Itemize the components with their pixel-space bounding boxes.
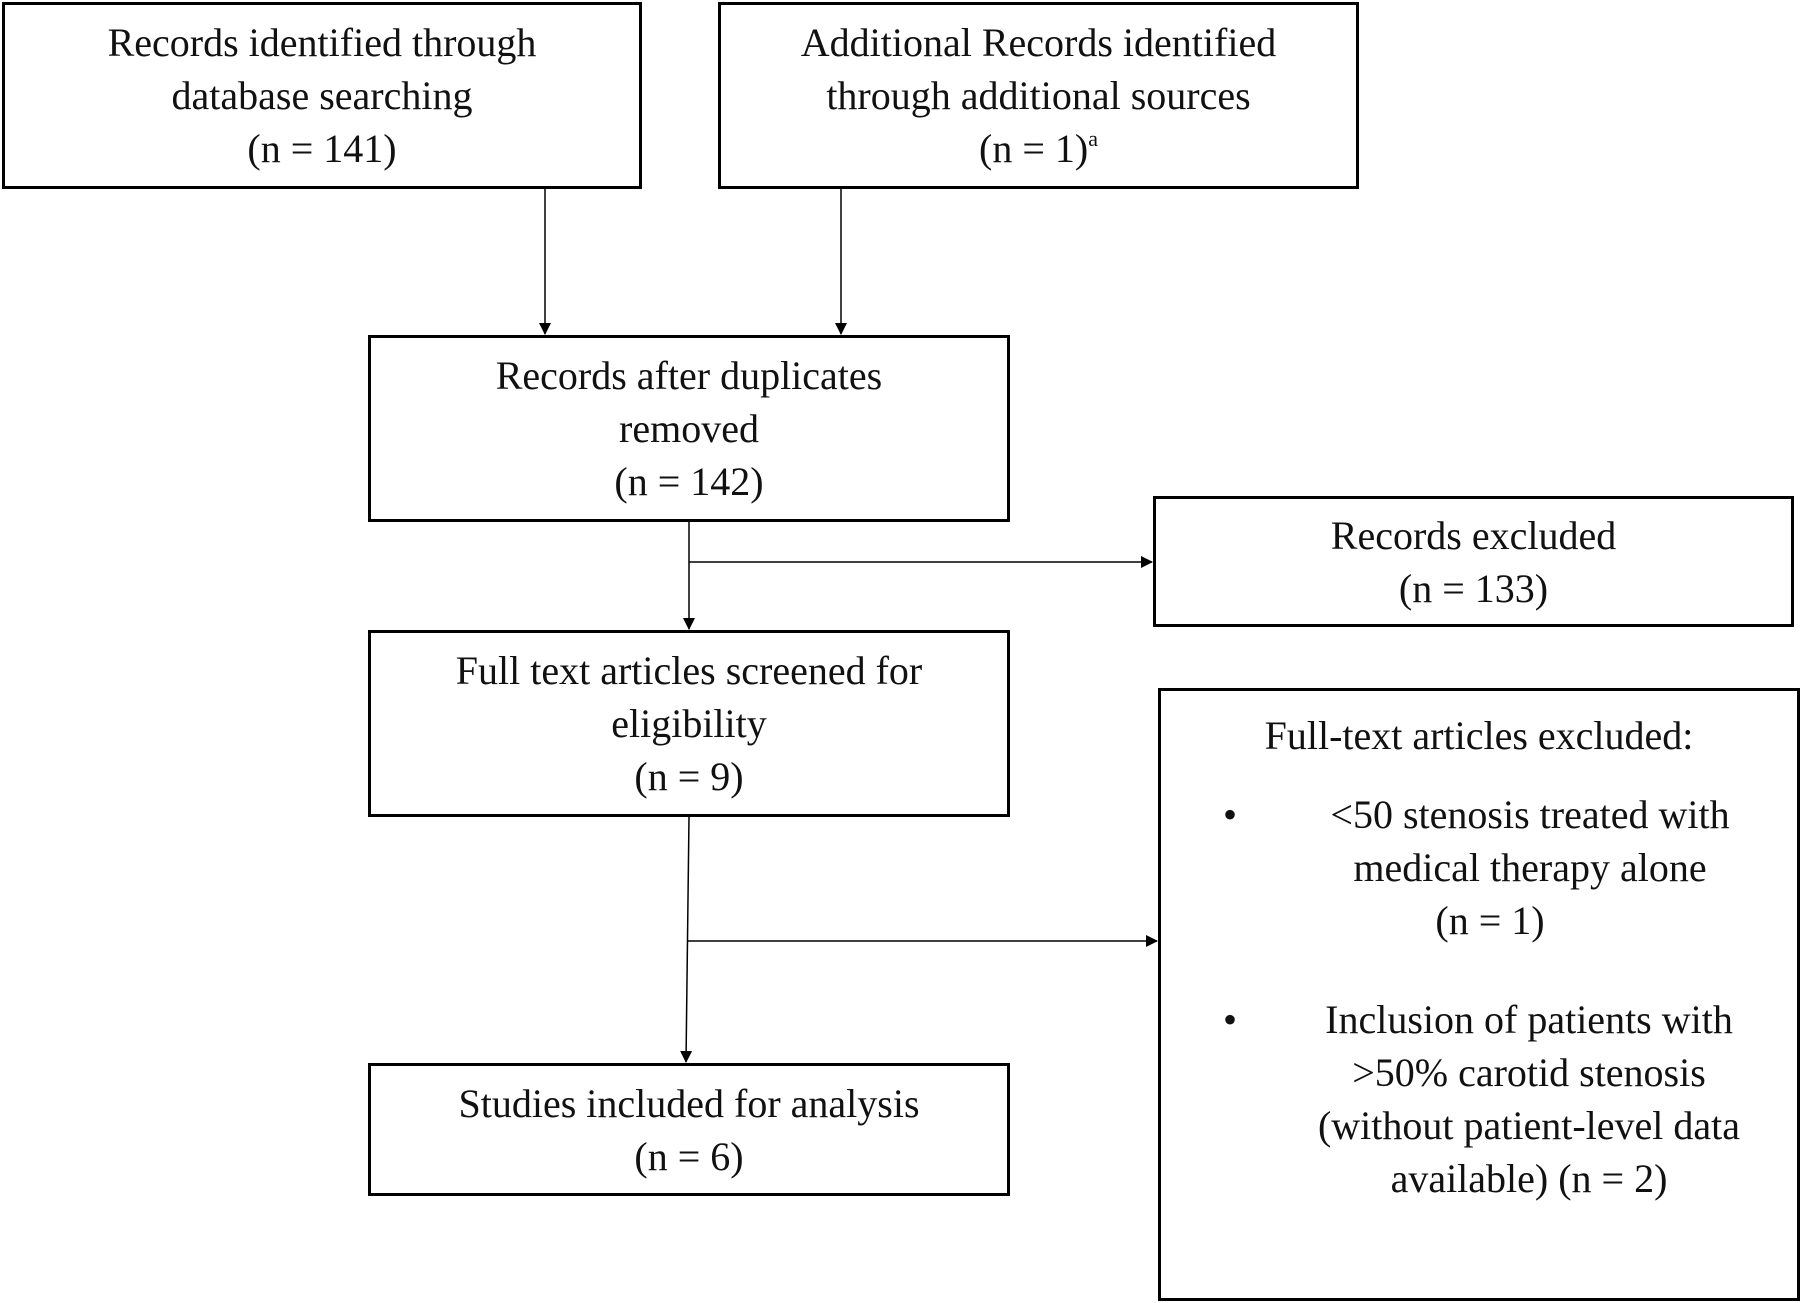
arrow-full-to-included	[680, 816, 693, 1063]
database-search-count: (n = 141)	[247, 126, 397, 171]
database-search-line-2: database searching	[171, 73, 473, 118]
exclusion-reason-1-line-2: medical therapy alone	[1353, 845, 1707, 890]
exclusion-reason-2-line-4: available) (n = 2)	[1390, 1156, 1668, 1201]
exclusion-reason-2-line-3: (without patient-level data	[1317, 1103, 1741, 1148]
database-search-line-1: Records identified through	[107, 20, 537, 65]
exclusion-reason-2: • Inclusion of patients with >50% caroti…	[1161, 993, 1797, 1205]
exclusion-reason-1-line-1: <50 stenosis treated with	[1330, 792, 1730, 837]
exclusion-reason-1-text: <50 stenosis treated with medical therap…	[1279, 788, 1781, 947]
exclusion-reason-2-line-2: >50% carotid stenosis	[1352, 1050, 1706, 1095]
full-text-screened-line-1: Full text articles screened for	[455, 648, 923, 693]
after-duplicates-count: (n = 142)	[614, 459, 764, 504]
bullet-icon: •	[1223, 792, 1238, 837]
exclusion-reason-1: • <50 stenosis treated with medical ther…	[1161, 788, 1797, 947]
additional-sources-line-2: through additional sources	[826, 73, 1251, 118]
studies-included-line-1: Studies included for analysis	[458, 1080, 920, 1126]
additional-sources-box: Additional Records identified through ad…	[718, 2, 1359, 189]
additional-sources-line-1: Additional Records identified	[800, 20, 1277, 65]
bullet-icon: •	[1223, 997, 1238, 1042]
full-text-screened-count: (n = 9)	[634, 754, 744, 799]
full-text-screened-line-2: eligibility	[611, 701, 767, 746]
after-duplicates-box: Records after duplicates removed (n = 14…	[368, 335, 1010, 522]
database-search-box: Records identified through database sear…	[2, 2, 642, 189]
full-text-excluded-box: Full-text articles excluded: • <50 steno…	[1158, 688, 1800, 1301]
studies-included-box: Studies included for analysis (n = 6)	[368, 1063, 1010, 1196]
full-text-screened-box: Full text articles screened for eligibil…	[368, 630, 1010, 817]
records-excluded-line-1: Records excluded	[1330, 512, 1617, 558]
full-text-excluded-heading: Full-text articles excluded:	[1264, 713, 1694, 758]
after-duplicates-line-2: removed	[619, 406, 759, 451]
exclusion-reason-2-line-1: Inclusion of patients with	[1325, 997, 1733, 1042]
records-excluded-count: (n = 133)	[1398, 565, 1549, 611]
after-duplicates-line-1: Records after duplicates	[495, 353, 883, 398]
exclusion-reason-1-count: (n = 1)	[1435, 898, 1545, 943]
footnote-marker: a	[1088, 126, 1098, 151]
records-excluded-box: Records excluded (n = 133)	[1153, 496, 1794, 627]
additional-sources-count: (n = 1)	[979, 126, 1089, 171]
studies-included-count: (n = 6)	[634, 1133, 744, 1179]
exclusion-reason-2-text: Inclusion of patients with >50% carotid …	[1271, 993, 1787, 1205]
additional-sources-count-wrap: (n = 1)a	[979, 122, 1098, 175]
